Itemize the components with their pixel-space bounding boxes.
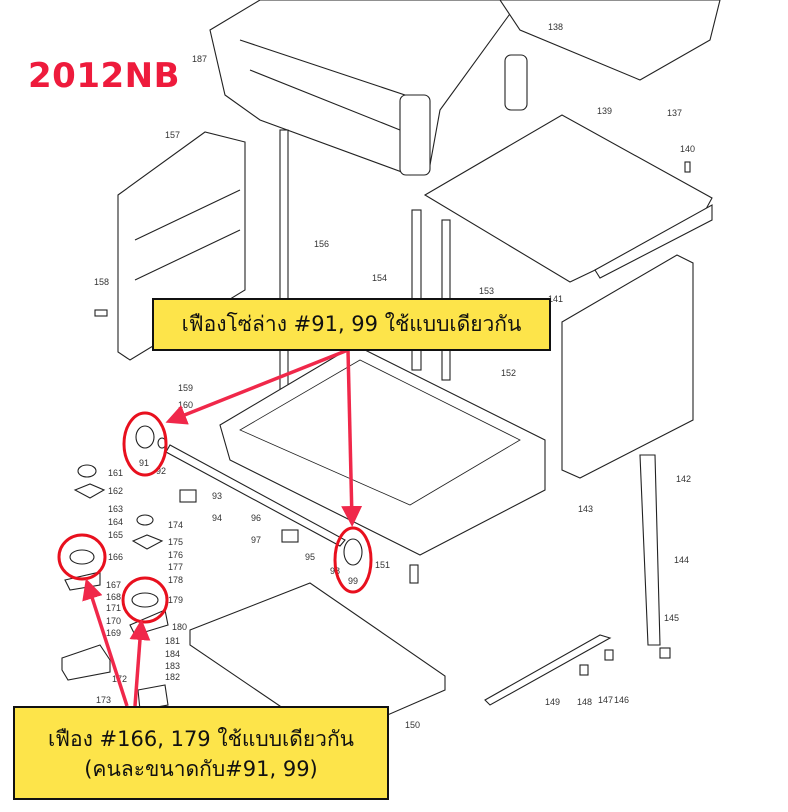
part-label-177: 177 — [168, 562, 183, 572]
part-label-144: 144 — [674, 555, 689, 565]
part-label-168: 168 — [106, 592, 121, 602]
part-label-162: 162 — [108, 486, 123, 496]
part-label-139: 139 — [597, 106, 612, 116]
part-labels: 187 138 137 139 140 157 156 154 158 153 141 159 160 1… — [94, 22, 695, 730]
part-label-175: 175 — [168, 537, 183, 547]
part-label-167: 167 — [106, 580, 121, 590]
part-label-183: 183 — [165, 661, 180, 671]
part-label-149: 149 — [545, 697, 560, 707]
arrow-to-166 — [82, 578, 129, 707]
part-label-148: 148 — [577, 697, 592, 707]
part-label-152: 152 — [501, 368, 516, 378]
lower-gear-note-line1: เฟือง #166, 179 ใช้แบบเดียวกัน — [47, 727, 355, 751]
rod-156 — [279, 129, 289, 391]
cover-139 — [423, 114, 713, 283]
part-label-146: 146 — [614, 695, 629, 705]
part-label-138: 138 — [548, 22, 563, 32]
highlight-circle-99 — [333, 526, 373, 594]
part-label-160: 160 — [178, 400, 193, 410]
part-label-99: 99 — [348, 576, 358, 586]
base — [219, 344, 546, 556]
arrow-to-179 — [129, 619, 151, 707]
part-label-179: 179 — [168, 595, 183, 605]
part-label-173: 173 — [96, 695, 111, 705]
highlight-circle-166 — [57, 533, 107, 581]
frame-187 — [209, 0, 521, 176]
upper-gear-note-text: เฟืองโซ่ล่าง #91, 99 ใช้แบบเดียวกัน — [181, 312, 522, 336]
part-label-156: 156 — [314, 239, 329, 249]
part-label-166: 166 — [108, 552, 123, 562]
arrows — [82, 348, 363, 707]
rod-154 — [411, 209, 422, 371]
part-label-171: 171 — [106, 603, 121, 613]
part-label-95: 95 — [305, 552, 315, 562]
part-label-158: 158 — [94, 277, 109, 287]
part-label-161: 161 — [108, 468, 123, 478]
part-label-159: 159 — [178, 383, 193, 393]
part-label-147: 147 — [598, 695, 613, 705]
part-label-157: 157 — [165, 130, 180, 140]
model-title: 2012NB — [28, 56, 180, 96]
part-label-163: 163 — [108, 504, 123, 514]
lower-gear-note-line2: (คนละขนาดกับ#91, 99) — [84, 757, 318, 781]
part-label-143: 143 — [578, 504, 593, 514]
part-label-141: 141 — [548, 294, 563, 304]
part-label-169: 169 — [106, 628, 121, 638]
shaft-95 — [165, 444, 346, 547]
part-label-176: 176 — [168, 550, 183, 560]
part-label-93: 93 — [212, 491, 222, 501]
part-label-184: 184 — [165, 649, 180, 659]
part-label-181: 181 — [165, 636, 180, 646]
lower-gear-note: เฟือง #166, 179 ใช้แบบเดียวกัน (คนละขนาด… — [13, 706, 389, 800]
highlight-circle-91 — [122, 411, 168, 477]
part-label-180: 180 — [172, 622, 187, 632]
tray-150 — [189, 582, 446, 741]
top-cover — [499, 0, 721, 81]
side-panel-141 — [561, 254, 694, 479]
part-label-165: 165 — [108, 530, 123, 540]
part-label-142: 142 — [676, 474, 691, 484]
upper-gear-note: เฟืองโซ่ล่าง #91, 99 ใช้แบบเดียวกัน — [152, 298, 551, 351]
part-label-91: 91 — [139, 458, 149, 468]
part-label-137: 137 — [667, 108, 682, 118]
part-label-92: 92 — [156, 466, 166, 476]
part-label-170: 170 — [106, 616, 121, 626]
part-label-145: 145 — [664, 613, 679, 623]
arm-149 — [484, 634, 612, 706]
part-label-178: 178 — [168, 575, 183, 585]
line-art — [61, 0, 721, 741]
part-label-97: 97 — [251, 535, 261, 545]
part-label-174: 174 — [168, 520, 183, 530]
part-label-187: 187 — [192, 54, 207, 64]
plate-144 — [639, 454, 661, 646]
part-label-182: 182 — [165, 672, 180, 682]
part-label-140: 140 — [680, 144, 695, 154]
part-label-154: 154 — [372, 273, 387, 283]
part-label-164: 164 — [108, 517, 123, 527]
arrow-to-99 — [341, 349, 363, 527]
part-label-94: 94 — [212, 513, 222, 523]
part-label-153: 153 — [479, 286, 494, 296]
part-label-150: 150 — [405, 720, 420, 730]
part-label-96: 96 — [251, 513, 261, 523]
arrow-to-91 — [165, 348, 349, 425]
part-label-151: 151 — [375, 560, 390, 570]
